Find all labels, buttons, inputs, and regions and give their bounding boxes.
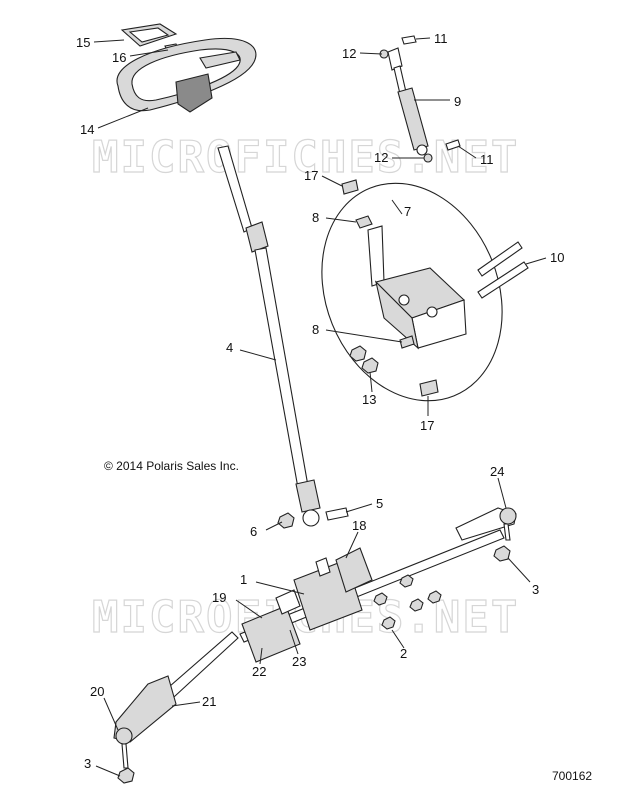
steering-rack [239, 529, 505, 663]
callout-16: 16 [112, 50, 126, 65]
diagram-number: 700162 [552, 769, 592, 783]
callout-12-top: 12 [342, 46, 356, 61]
callout-14: 14 [80, 122, 94, 137]
callout-9: 9 [454, 94, 461, 109]
callout-15: 15 [76, 35, 90, 50]
bushing-lower [399, 335, 415, 349]
callout-13: 13 [362, 392, 376, 407]
leader-lines [93, 37, 547, 777]
steering-wheel-cap [120, 23, 178, 47]
callout-17-top: 17 [304, 168, 318, 183]
callout-21: 21 [202, 694, 216, 709]
callout-5: 5 [376, 496, 383, 511]
callout-6: 6 [250, 524, 257, 539]
steering-bracket-assembly [321, 182, 503, 402]
callout-22: 22 [252, 664, 266, 679]
rack-nut-5 [381, 616, 396, 630]
rack-nut-1 [399, 574, 414, 588]
steering-damper [387, 47, 429, 156]
bracket-bolt-upper [477, 241, 523, 277]
watermark-top: MICROFICHES.NET [92, 132, 519, 183]
callout-8-top: 8 [312, 210, 319, 225]
bracket-nut-2 [361, 357, 379, 374]
callout-3-left: 3 [84, 756, 91, 771]
callout-11-top: 11 [434, 31, 448, 46]
pinch-nut [277, 512, 295, 529]
rack-nut-3 [427, 590, 442, 604]
callout-10: 10 [550, 250, 564, 265]
bushing-upper [355, 215, 373, 229]
callout-8-bottom: 8 [312, 322, 319, 337]
callout-23: 23 [292, 654, 306, 669]
callout-20: 20 [90, 684, 104, 699]
copyright-notice: © 2014 Polaris Sales Inc. [104, 459, 239, 473]
steering-shaft [217, 145, 321, 527]
damper-bolt-top [401, 35, 417, 45]
tie-rod-left [113, 631, 239, 769]
callout-4: 4 [226, 340, 233, 355]
callout-17-bottom: 17 [420, 418, 434, 433]
callout-24: 24 [490, 464, 504, 479]
callout-12-bottom: 12 [374, 150, 388, 165]
grommet-upper [341, 179, 359, 195]
callout-18: 18 [352, 518, 366, 533]
damper-nut-bottom [423, 153, 433, 163]
callout-19: 19 [212, 590, 226, 605]
callout-11-bottom: 11 [480, 152, 494, 167]
steering-wheel [116, 37, 257, 113]
bracket-bolt-lower [477, 261, 529, 299]
rack-nut-2 [373, 592, 388, 606]
pinch-bolt [325, 507, 349, 521]
callout-7: 7 [404, 204, 411, 219]
callout-2: 2 [400, 646, 407, 661]
bracket-nut-1 [349, 345, 367, 362]
tie-rod-nut-left [117, 767, 135, 784]
callout-3-right: 3 [532, 582, 539, 597]
tie-rod-right [455, 507, 517, 541]
rack-nut-4 [409, 598, 424, 612]
tie-rod-nut-right [493, 545, 511, 562]
damper-bolt-bottom [445, 139, 461, 151]
callout-1: 1 [240, 572, 247, 587]
grommet-lower [419, 379, 439, 397]
